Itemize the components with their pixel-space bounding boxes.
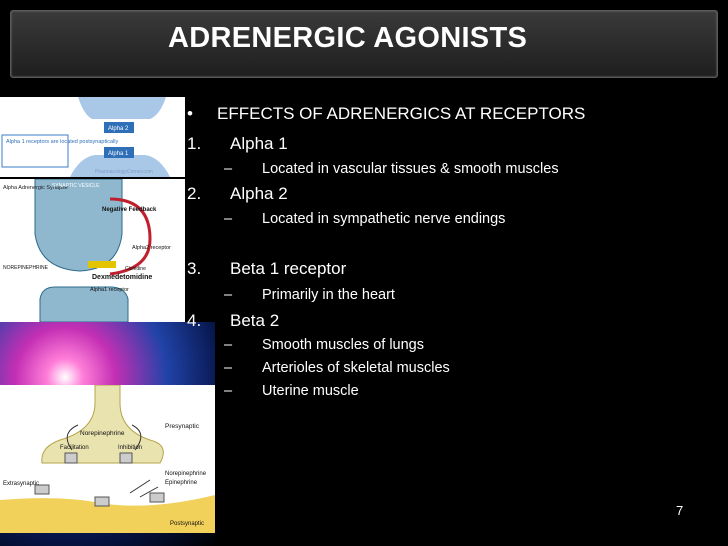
item-number: 2. xyxy=(187,184,202,203)
dash-marker: – xyxy=(224,360,233,376)
sub-item-text: Uterine muscle xyxy=(262,383,359,399)
ne-right-label: Norepinephrine xyxy=(165,471,207,477)
feedback-label: Negative Feedback xyxy=(102,207,157,213)
item-text: Alpha 1 xyxy=(230,134,288,153)
vesicle-label: SYNAPTIC VESICLE xyxy=(52,183,100,189)
alpha1-label: Alpha 1 xyxy=(108,151,129,157)
title-bar xyxy=(10,10,718,78)
presynaptic-label: Presynaptic xyxy=(165,423,200,430)
alpha1-diagram: Alpha 1 receptors are located postsynapt… xyxy=(1,97,170,177)
dash-marker: – xyxy=(224,161,233,177)
facilitation-label: Facilitation xyxy=(60,445,89,451)
ne-label: NOREPINEPHRINE xyxy=(3,265,49,271)
sub-item-text: Located in sympathetic nerve endings xyxy=(262,211,506,227)
item-text: Beta 2 xyxy=(230,311,280,330)
watermark: PharmacologyCorner.com xyxy=(95,169,153,175)
item-number: 4. xyxy=(187,311,202,330)
bullet-marker: • xyxy=(187,104,193,123)
alpha1-caption: Alpha 1 receptors are located postsynapt… xyxy=(6,139,118,145)
synapse-diagram: Norepinephrine Presynaptic Facilitation … xyxy=(0,385,215,533)
alpha1-receptor-label: Alpha1 receptor xyxy=(90,287,129,293)
item-number: 3. xyxy=(187,259,202,278)
figure-column: Alpha 1 receptors are located postsynapt… xyxy=(0,0,215,546)
dash-marker: – xyxy=(224,383,233,399)
postsynaptic-label: Postsynaptic xyxy=(170,521,204,527)
item-text: Beta 1 receptor xyxy=(230,259,347,278)
clonidine-label: Clonidine xyxy=(125,266,146,272)
sub-item-text: Smooth muscles of lungs xyxy=(262,337,424,353)
sub-item-text: Located in vascular tissues & smooth mus… xyxy=(262,161,559,177)
dash-marker: – xyxy=(224,287,233,303)
alpha2-diagram: Alpha Adrenergic Synapse SYNAPTIC VESICL… xyxy=(3,179,171,322)
alpha2-synapse-figure: Alpha Adrenergic Synapse SYNAPTIC VESICL… xyxy=(0,179,185,322)
item-number: 1. xyxy=(187,134,202,153)
epinephrine-label: Epinephrine xyxy=(165,480,198,486)
item-text: Alpha 2 xyxy=(230,184,288,203)
inhibition-label: Inhibition xyxy=(118,445,142,451)
sub-item-text: Arterioles of skeletal muscles xyxy=(262,360,450,376)
synapse-figure: Norepinephrine Presynaptic Facilitation … xyxy=(0,385,215,533)
alpha2-receptor-label: Alpha2 receptor xyxy=(132,245,171,251)
sub-item-text: Primarily in the heart xyxy=(262,287,395,303)
extrasynaptic-label: Extrasynaptic xyxy=(3,481,39,487)
alpha1-receptor-figure: Alpha 1 receptors are located postsynapt… xyxy=(0,97,185,177)
norepinephrine-label: Norepinephrine xyxy=(80,430,125,437)
dash-marker: – xyxy=(224,211,233,227)
heading-text: EFFECTS OF ADRENERGICS AT RECEPTORS xyxy=(217,104,586,123)
slide-number: 7 xyxy=(676,503,684,518)
alpha2-label: Alpha 2 xyxy=(108,126,129,132)
dex-label: Dexmedetomidine xyxy=(92,274,152,281)
slide-title: ADRENERGIC AGONISTS xyxy=(168,22,528,54)
dash-marker: – xyxy=(224,337,233,353)
alpha2-fig-title: Alpha Adrenergic Synapse xyxy=(3,185,68,191)
